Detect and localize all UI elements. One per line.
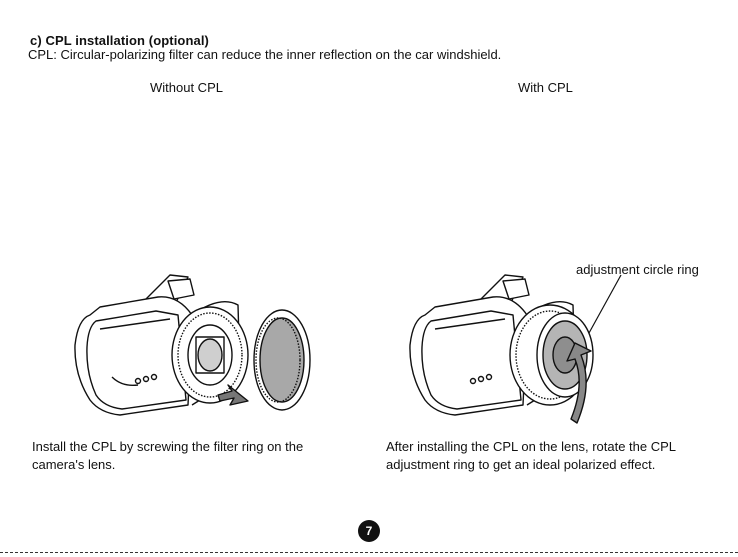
- camera-body: [74, 296, 193, 416]
- section-intro: CPL: Circular-polarizing filter can redu…: [28, 47, 502, 62]
- label-with-cpl: With CPL: [518, 80, 573, 95]
- insert-arrow: [217, 384, 249, 406]
- label-without-cpl: Without CPL: [150, 80, 223, 95]
- camera-rotate-illustration: [409, 274, 622, 424]
- rotate-arrow: [566, 342, 592, 424]
- page-number: 7: [358, 520, 380, 542]
- section-heading: c) CPL installation (optional): [30, 33, 209, 48]
- caption-install: Install the CPL by screwing the filter r…: [32, 439, 304, 472]
- camera-install-illustration: [74, 274, 311, 416]
- caption-rotate: After installing the CPL on the lens, ro…: [386, 439, 676, 472]
- bottom-rule: [0, 552, 738, 554]
- callout-adjustment-ring: adjustment circle ring: [576, 262, 699, 277]
